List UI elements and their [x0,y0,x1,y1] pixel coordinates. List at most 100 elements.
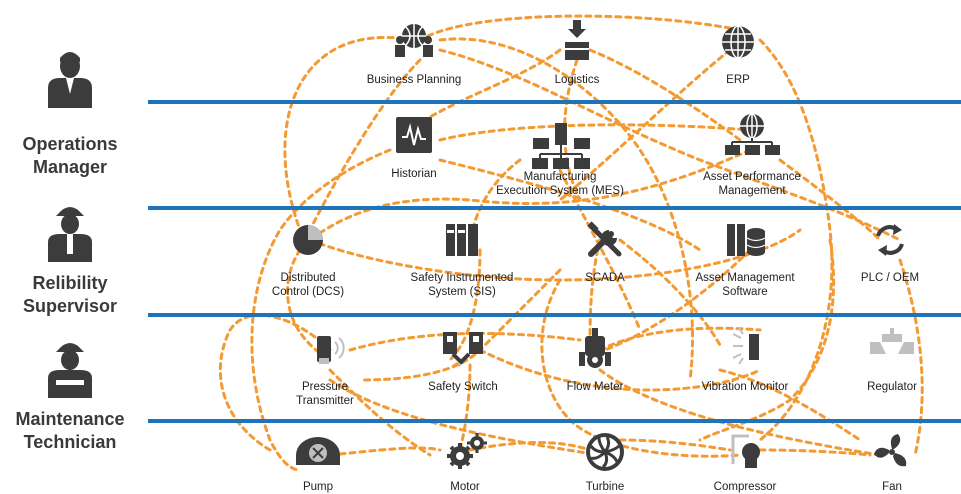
link-curve [588,248,752,357]
link-curve [438,158,702,252]
node-apm: Asset Performance Management [703,113,801,197]
node-label: PLC / OEM [861,272,919,284]
link-curve [588,48,742,142]
binders-database-icon [727,224,766,256]
role-label: Technician [24,432,117,452]
node-label: Flow Meter [567,381,624,393]
node-regulator: Regulator [867,328,917,393]
link-curve [328,378,602,457]
node-safety-switch: Safety Switch [428,332,498,393]
link-curve [308,148,752,242]
node-label: System (SIS) [428,286,496,298]
vibration-icon [732,327,759,365]
link-curve [558,48,732,202]
node-vibration-monitor: Vibration Monitor [702,327,789,393]
role-label: Relibility [32,273,107,293]
link-curve [308,58,422,232]
role-operations-manager: Operations Manager [22,52,118,177]
node-compressor: Compressor [714,434,777,493]
link-curve [588,238,602,347]
tools-icon [587,221,622,257]
link-curve [478,348,762,392]
node-label: Asset Performance [703,171,801,183]
link-curve [898,258,924,457]
link-curve [448,248,482,362]
link-curve [408,48,562,132]
node-flow-meter: Flow Meter [567,328,624,393]
cycle-arrows-icon [876,224,904,256]
flow-meter-icon [579,328,611,368]
node-label: Manufacturing [524,171,597,183]
link-curve [458,363,472,452]
globe-network-icon [725,113,780,155]
role-maintenance-technician: Maintenance Technician [15,343,125,452]
link-curve [558,168,642,332]
node-label: Compressor [714,481,777,493]
node-label: Vibration Monitor [702,381,789,393]
link-curve [348,331,582,352]
switch-icon [443,332,483,366]
node-label: Transmitter [296,395,354,407]
node-label: Management [718,185,786,197]
node-label: Asset Management [695,272,795,284]
turbine-icon [586,433,624,471]
node-label: Pump [303,481,333,493]
link-curve [718,368,862,442]
person-hardhat-icon [48,207,92,262]
node-ams: Asset Management Software [695,224,795,298]
node-dcs: Distributed Control (DCS) [272,225,344,298]
node-label: Turbine [586,481,625,493]
network-icon [532,123,590,169]
node-label: Historian [391,168,436,180]
link-curve [418,14,742,42]
link-curve [468,441,592,452]
node-motor: Motor [447,433,487,493]
link-curve [250,148,392,472]
people-globe-icon [395,24,433,57]
node-erp: ERP [722,25,754,86]
node-label: Safety Switch [428,381,498,393]
node-label: Business Planning [367,74,462,86]
node-pump: Pump [296,437,340,493]
node-plc: PLC / OEM [861,224,919,284]
node-historian: Historian [391,117,437,180]
box-down-icon [565,20,589,60]
node-label: Software [722,286,767,298]
link-curve [698,238,836,442]
role-label: Manager [33,157,107,177]
node-logistics: Logistics [555,20,600,86]
node-mes: Manufacturing Execution System (MES) [496,123,624,197]
regulator-icon [870,328,914,354]
person-hardhat-vest-icon [48,343,92,398]
waveform-icon [396,117,432,153]
node-label: SCADA [585,272,625,284]
link-curve [540,278,742,458]
link-curve [218,313,332,452]
compressor-icon [731,434,760,468]
wireless-transmitter-icon [317,336,345,364]
node-label: Logistics [555,74,600,86]
link-curve [328,368,432,457]
node-label: Fan [882,481,902,493]
node-business-planning: Business Planning [367,24,462,86]
gears-icon [447,433,487,469]
node-label: Motor [450,481,480,493]
link-curve [438,48,902,242]
node-fan: Fan [874,434,907,493]
node-scada: SCADA [585,221,625,284]
link-curve [598,368,882,457]
role-label: Maintenance [15,409,124,429]
connection-links [218,14,924,472]
person-suit-icon [48,52,92,108]
link-curve [618,238,722,347]
node-label: Pressure [302,381,348,393]
globe-icon [722,25,754,59]
node-label: Execution System (MES) [496,185,624,197]
fan-icon [874,434,907,467]
role-label: Supervisor [23,296,117,316]
link-curve [286,248,332,362]
binders-icon [446,224,478,256]
node-label: Regulator [867,381,917,393]
link-curve [328,446,442,457]
